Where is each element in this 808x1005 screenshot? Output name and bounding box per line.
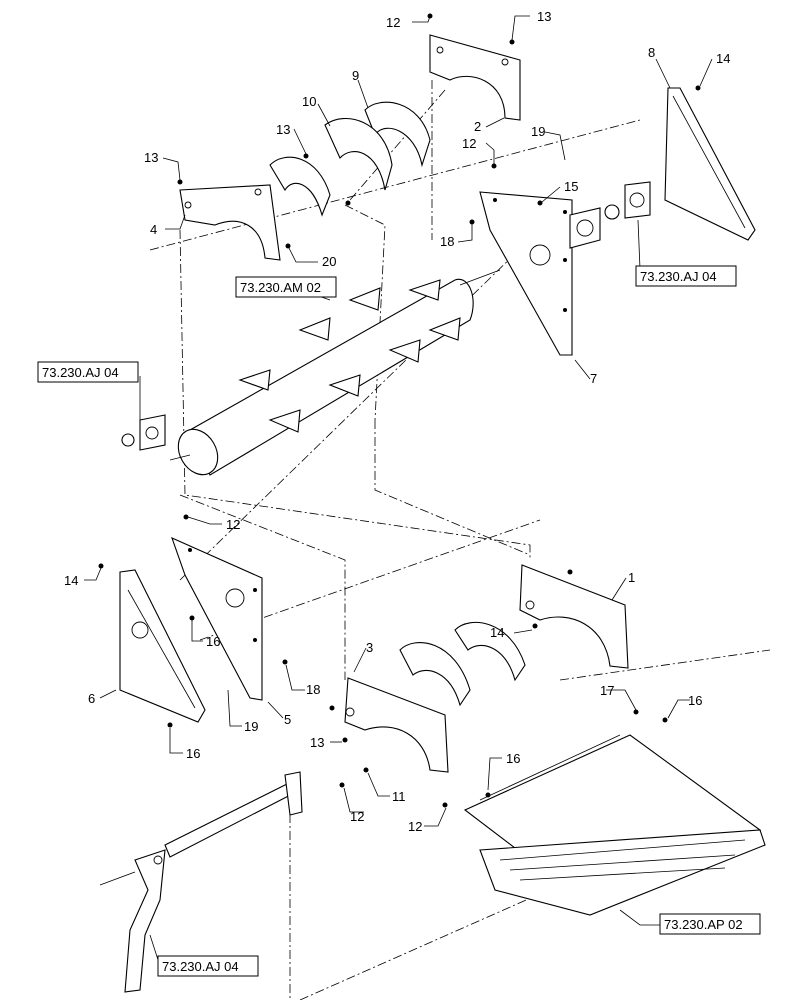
part-4-shield (179, 184, 281, 261)
concave-grate (463, 734, 766, 916)
ref-box-aj04-bottom[interactable]: 73.230.AJ 04 (157, 955, 259, 977)
lower-liners (399, 621, 526, 707)
part-1-shield (519, 564, 629, 669)
callout-17: 17 (600, 683, 614, 698)
part-9-liner (364, 101, 431, 168)
callout-12: 12 (408, 819, 422, 834)
ref-label: 73.230.AJ 04 (42, 365, 119, 380)
callout-19: 19 (244, 719, 258, 734)
callout-16: 16 (688, 693, 702, 708)
part-10-liner (324, 117, 393, 191)
callout-13: 12 (386, 15, 400, 30)
callout-16: 15 (564, 179, 578, 194)
rotor-paddles (238, 279, 461, 433)
ref-label: 73.230.AP 02 (664, 917, 743, 932)
ref-box-am02[interactable]: 73.230.AM 02 (235, 276, 337, 298)
callout-13: 13 (144, 150, 158, 165)
assembly-lines (149, 80, 771, 1001)
callout-16: 14 (716, 51, 730, 66)
ref-label: 73.230.AM 02 (240, 280, 321, 295)
callout-10: 10 (302, 94, 316, 109)
ref-label: 73.230.AJ 04 (640, 269, 717, 284)
callout-20: 20 (322, 254, 336, 269)
callout-12: 12 (462, 136, 476, 151)
callout-14: 14 (490, 625, 504, 640)
callout-11: 11 (392, 789, 406, 804)
ref-box-ap02[interactable]: 73.230.AP 02 (659, 913, 761, 935)
hardware-bolts (98, 13, 701, 808)
callout-5: 5 (284, 712, 291, 727)
part-2-upper-shield (429, 34, 521, 121)
callout-14: 13 (310, 735, 324, 750)
bearing-assembly-right (569, 181, 651, 249)
callout-18: 18 (306, 682, 320, 697)
callout-7: 7 (590, 371, 597, 386)
upper-left-liner (269, 156, 331, 217)
callout-16: 16 (206, 634, 220, 649)
part-7-right-plate (479, 191, 573, 356)
callout-6: 6 (88, 691, 95, 706)
callout-14: 13 (537, 9, 551, 24)
rotor-drum (169, 269, 501, 476)
callout-8: 8 (648, 45, 655, 60)
ref-label: 73.230.AJ 04 (162, 959, 239, 974)
callout-3: 3 (366, 640, 373, 655)
ref-box-aj04-right[interactable]: 73.230.AJ 04 (635, 265, 737, 287)
callout-18: 18 (440, 234, 454, 249)
callout-2: 2 (474, 119, 481, 134)
ref-box-aj04-left[interactable]: 73.230.AJ 04 (37, 361, 139, 383)
callout-15: 14 (64, 573, 78, 588)
callout-9: 9 (352, 68, 359, 83)
lever-assembly (99, 771, 303, 993)
callout-13: 13 (276, 122, 290, 137)
callout-16: 16 (186, 746, 200, 761)
part-8-triangular-shield (664, 87, 756, 241)
callout-12: 12 (226, 517, 240, 532)
bearing-assembly-left (121, 414, 166, 451)
part-6-triangular-frame (119, 569, 206, 723)
callout-4: 4 (150, 222, 157, 237)
part-5-plate (171, 536, 263, 701)
callout-19: 19 (531, 124, 545, 139)
callout-1: 1 (628, 570, 635, 585)
part-3-shield (344, 677, 449, 773)
callout-12: 12 (350, 809, 364, 824)
callout-16: 16 (506, 751, 520, 766)
callout-labels: 12 13 9 10 13 13 4 20 8 14 2 19 12 15 18… (64, 9, 730, 834)
